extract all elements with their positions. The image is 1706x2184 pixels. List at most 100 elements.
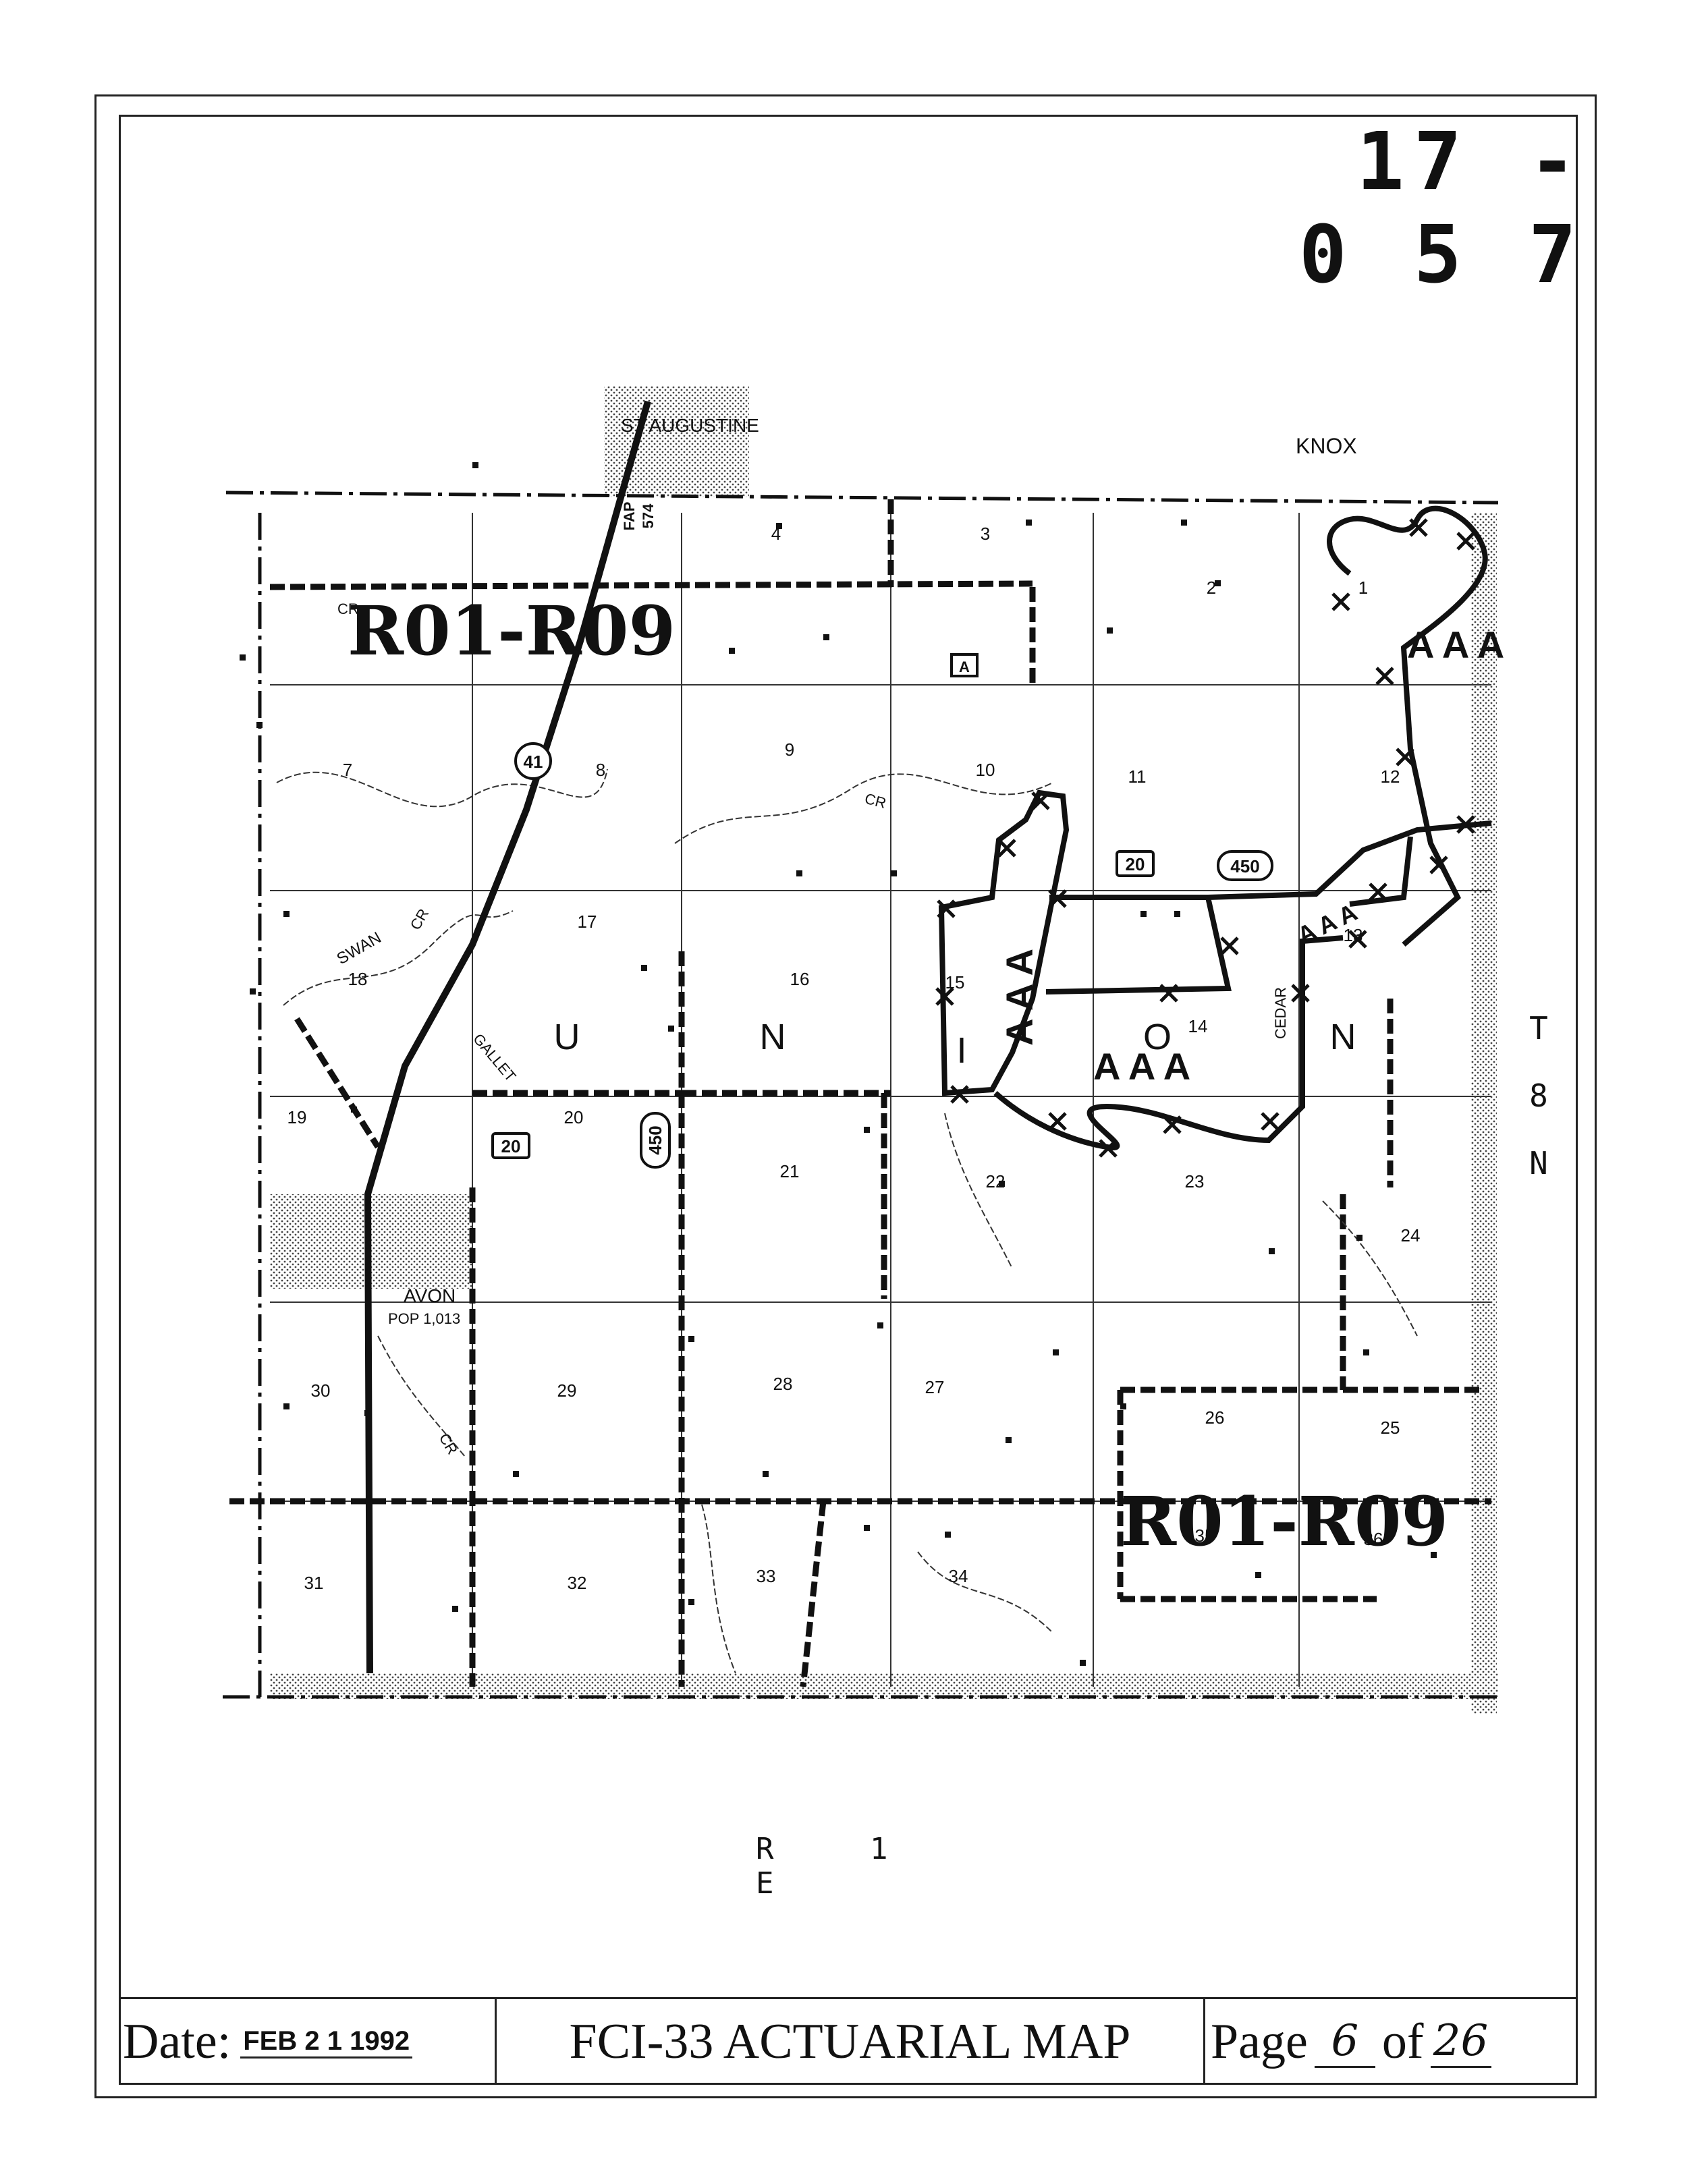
label-cr-a: CR: [407, 905, 433, 932]
label-cedar: CEDAR: [1272, 987, 1289, 1039]
label-route-20a: 20: [1126, 854, 1145, 874]
route-20-shield-b: [491, 1132, 530, 1159]
label-fap-number: 574: [640, 503, 657, 528]
section-number: 31: [304, 1573, 324, 1593]
footer-title-cell: FCI-33 ACTUARIAL MAP: [497, 1999, 1205, 2085]
date-stamp: FEB 2 1 1992: [240, 2026, 413, 2059]
label-fap: FAP: [621, 502, 638, 531]
aaa-boundary-north-inner: [1349, 836, 1413, 907]
county-letter: N: [760, 1017, 786, 1057]
inner-border: [119, 115, 1578, 2085]
aaa-label-center: A A A: [1093, 1045, 1190, 1088]
page-prefix: Page: [1211, 2014, 1308, 2069]
highway-41: [364, 400, 651, 1674]
county-letter: U: [554, 1017, 580, 1057]
label-route-41: 41: [524, 752, 543, 772]
route-450-shield-a: [1217, 850, 1273, 881]
section-number: 24: [1401, 1225, 1421, 1245]
section-number: 16: [790, 969, 810, 989]
township-digit-8: 8: [1529, 1077, 1548, 1114]
aaa-boundary-south: [993, 935, 1344, 1150]
label-cr-d: CR: [337, 600, 359, 617]
route-450-shield-b: [640, 1112, 671, 1169]
label-route-20b: 20: [501, 1136, 521, 1156]
section-number: 21: [780, 1161, 800, 1181]
page-total: 26: [1430, 2016, 1491, 2068]
aaa-label-north: A A A: [1407, 623, 1504, 666]
label-shield-a: A: [959, 659, 970, 675]
section-number: 35: [1195, 1525, 1215, 1546]
section-number: 23: [1185, 1171, 1205, 1192]
section-number: 28: [773, 1374, 793, 1394]
aaa-label-west: A A A: [998, 949, 1041, 1046]
boundary-cross-marks: [935, 518, 1475, 1158]
page-of: of: [1381, 2014, 1424, 2069]
section-number: 19: [287, 1107, 307, 1127]
section-number: 4: [771, 524, 781, 544]
section-number: 18: [348, 969, 368, 989]
route-450-rating-line: [1207, 820, 1492, 900]
section-number: 20: [564, 1107, 584, 1127]
section-number: 7: [343, 760, 352, 780]
date-label: Date:: [123, 2014, 231, 2069]
label-knox: KNOX: [1296, 434, 1357, 458]
label-swan: SWAN: [334, 928, 385, 968]
route-shields: [491, 653, 1273, 1169]
section-number: 36: [1364, 1529, 1383, 1549]
section-number: 30: [311, 1380, 331, 1401]
township-letter-t: T: [1529, 1010, 1548, 1046]
footer-date-cell: Date: FEB 2 1 1992: [119, 1999, 497, 2085]
section-number: 8: [596, 760, 605, 780]
county-letter: I: [956, 1030, 966, 1071]
section-number: 32: [568, 1573, 587, 1593]
section-number: 10: [976, 760, 995, 780]
section-number: 3: [981, 524, 990, 544]
east-boundary-strip: [1471, 513, 1497, 1714]
page-current: 6: [1314, 2016, 1375, 2068]
section-number: 26: [1205, 1407, 1225, 1428]
farmstead-markers: [240, 462, 1437, 1666]
road-labels: FAP 574 41 20 450 20 450 A: [501, 502, 1260, 1156]
county-letter: O: [1143, 1017, 1172, 1057]
label-gallet: GALLET: [470, 1030, 519, 1085]
label-cr-b: CR: [863, 790, 888, 812]
section-number: 2: [1207, 578, 1216, 598]
section-number: 29: [557, 1380, 577, 1401]
section-number: 9: [785, 739, 794, 760]
north-boundary: [225, 491, 1499, 505]
section-number: 33: [756, 1566, 776, 1586]
label-route-450a: 450: [1230, 856, 1259, 876]
state-shield-a: [950, 653, 979, 677]
route-20-shield-a: [1116, 850, 1155, 877]
south-boundary-strip: [270, 1673, 1498, 1699]
section-number: 11: [1128, 766, 1147, 787]
secondary-roads: [229, 499, 1491, 1687]
township-label: T 8 N: [1529, 1010, 1548, 1181]
label-avon: AVON: [404, 1285, 456, 1306]
section-number: 17: [578, 912, 597, 932]
label-route-450b: 450: [645, 1125, 665, 1154]
section-number: 13: [1344, 925, 1363, 945]
rating-boundaries: [938, 505, 1492, 1150]
section-number: 34: [949, 1566, 968, 1586]
rate-labels: R01-R09 R01-R09: [348, 591, 1448, 1561]
place-labels: ST AUGUSTINE KNOX AVON POP 1,013: [388, 415, 1357, 1327]
section-number: 15: [945, 972, 965, 992]
section-number: 12: [1381, 766, 1400, 787]
label-avon-pop: POP 1,013: [388, 1310, 460, 1327]
township-letter-n: N: [1529, 1145, 1548, 1181]
rate-label-upper: R01-R09: [348, 591, 676, 671]
section-number: 14: [1188, 1016, 1208, 1036]
section-number: 22: [986, 1171, 1006, 1192]
footer-page-cell: Page 6 of 26: [1205, 1999, 1578, 2085]
map-id: 17 - 0 5 7: [1298, 115, 1586, 301]
label-st-augustine: ST AUGUSTINE: [621, 415, 759, 436]
rate-label-lower: R01-R09: [1120, 1482, 1448, 1561]
outer-border: [94, 94, 1597, 2098]
route-41-shield: [514, 742, 552, 780]
label-cr-c: CR: [436, 1430, 462, 1457]
county-letter: N: [1330, 1017, 1356, 1057]
